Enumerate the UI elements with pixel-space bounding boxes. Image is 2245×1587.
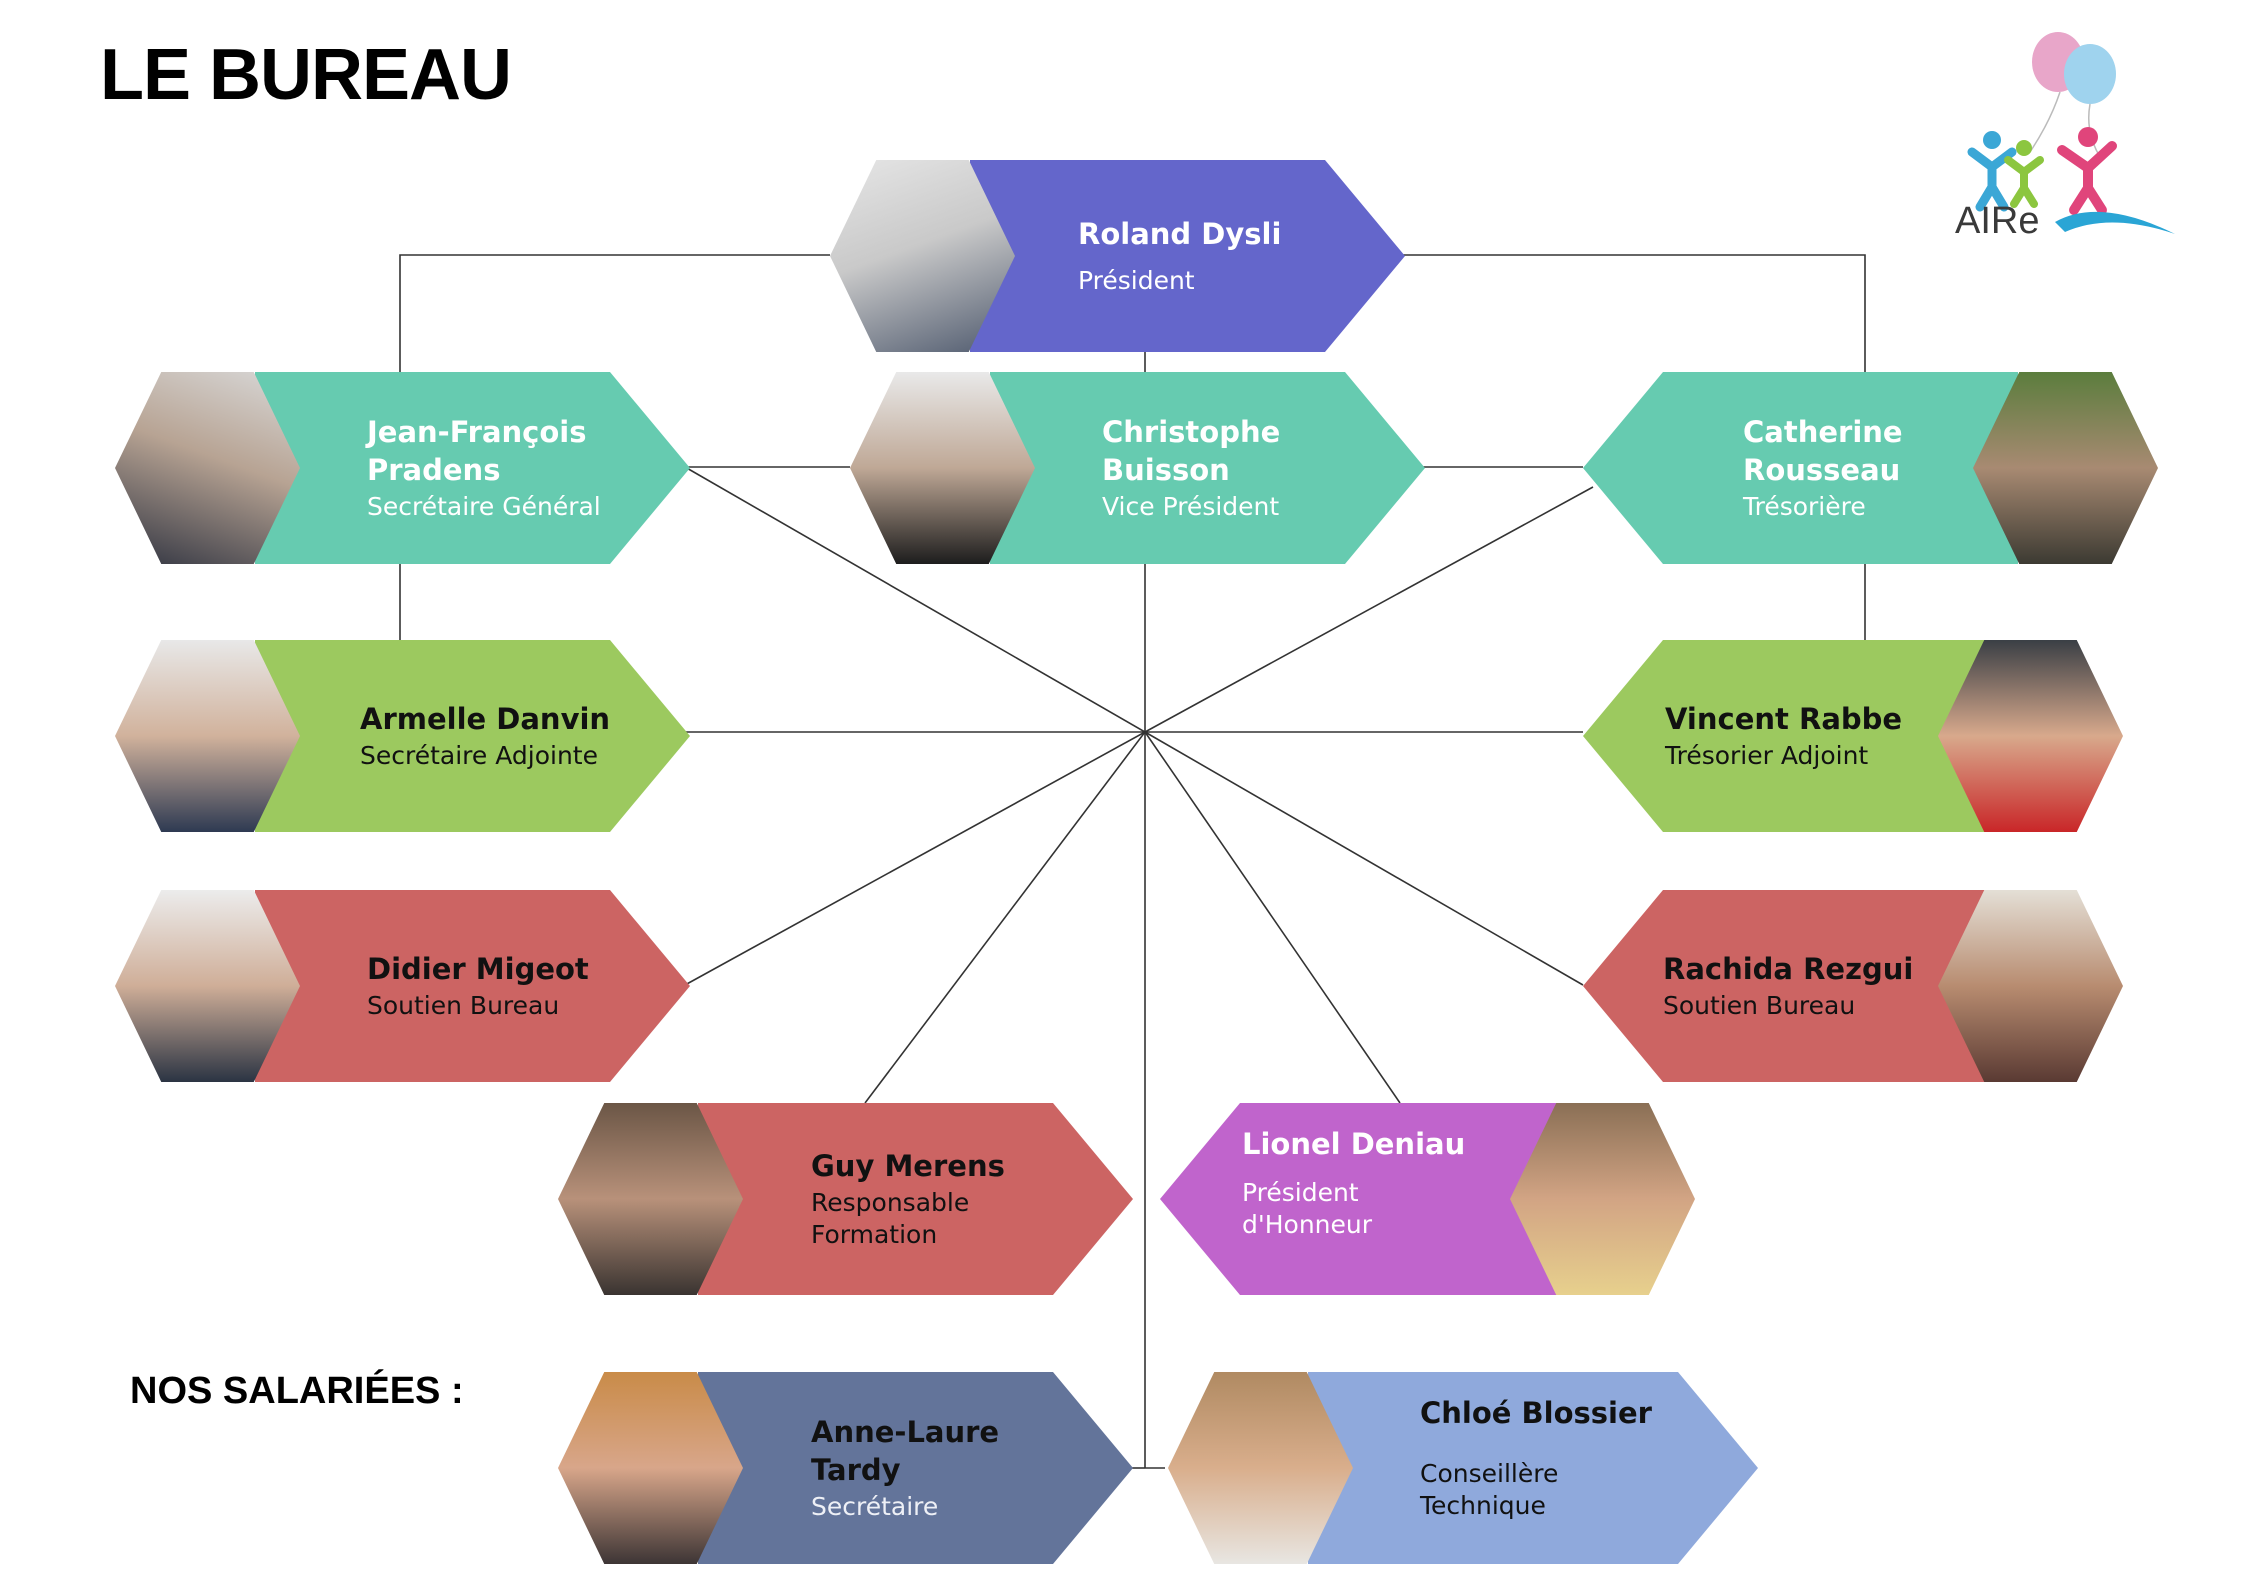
card-background	[698, 1103, 1133, 1295]
member-role: Président	[1078, 266, 1195, 295]
card-background	[1308, 1372, 1758, 1564]
member-name: Anne-Laure Tardy	[811, 1415, 1000, 1487]
member-card-roland-dysli: Roland Dysli Président	[830, 160, 1405, 352]
avatar	[1510, 1103, 1695, 1295]
member-name: Jean-François Pradens	[367, 415, 587, 487]
member-card-chloe-blossier: Chloé Blossier Conseillère Technique	[1168, 1372, 1758, 1564]
card-background	[255, 372, 690, 564]
member-card-armelle-danvin: Armelle Danvin Secrétaire Adjointe	[115, 640, 690, 832]
card-background	[1583, 890, 2018, 1082]
card-background	[990, 372, 1425, 564]
member-role: Secrétaire Général	[367, 492, 601, 521]
member-role: Vice Président	[1102, 492, 1280, 521]
member-name: Vincent Rabbe	[1665, 702, 1903, 736]
member-name: Didier Migeot	[367, 952, 589, 986]
page-title: LE BUREAU	[100, 35, 512, 115]
member-name: Guy Merens	[811, 1149, 1005, 1183]
member-card-christophe-buisson: Christophe Buisson Vice Président	[850, 372, 1425, 564]
member-role: Soutien Bureau	[367, 991, 560, 1020]
member-role: Responsable Formation	[811, 1188, 970, 1249]
member-name: Armelle Danvin	[360, 702, 611, 736]
member-card-catherine-rousseau: Catherine Rousseau Trésorière	[1583, 372, 2158, 564]
member-card-lionel-deniau: Lionel Deniau Président d'Honneur	[1160, 1103, 1735, 1295]
card-background	[698, 1372, 1133, 1564]
member-name: Lionel Deniau	[1242, 1127, 1466, 1161]
member-name: Catherine Rousseau	[1743, 415, 1903, 487]
member-role: Secrétaire Adjointe	[360, 741, 598, 770]
card-background	[1160, 1103, 1595, 1295]
card-background	[970, 160, 1405, 352]
member-name: Chloé Blossier	[1420, 1396, 1652, 1430]
logo-text: AIRe	[1955, 200, 2040, 242]
avatar	[1168, 1372, 1353, 1564]
staff-heading: NOS SALARIÉES :	[130, 1370, 464, 1412]
member-name: Rachida Rezgui	[1663, 952, 1914, 986]
member-role: Soutien Bureau	[1663, 991, 1856, 1020]
member-card-guy-merens: Guy Merens Responsable Formation	[558, 1103, 1133, 1295]
member-name: Christophe Buisson	[1102, 415, 1281, 487]
member-card-jean-francois-pradens: Jean-François Pradens Secrétaire Général	[115, 372, 690, 564]
card-background	[1583, 372, 2018, 564]
card-background	[255, 640, 690, 832]
member-role: Secrétaire	[811, 1492, 939, 1521]
member-card-vincent-rabbe: Vincent Rabbe Trésorier Adjoint	[1583, 640, 2158, 832]
member-name: Roland Dysli	[1078, 217, 1282, 251]
member-role: Trésorier Adjoint	[1665, 741, 1869, 770]
member-card-anne-laure-tardy: Anne-Laure Tardy Secrétaire	[558, 1372, 1133, 1564]
card-background	[1583, 640, 2018, 832]
aire-logo	[1967, 32, 2175, 234]
member-role: Président d'Honneur	[1242, 1178, 1373, 1239]
member-card-rachida-rezgui: Rachida Rezgui Soutien Bureau	[1583, 890, 2158, 1082]
member-role: Conseillère Technique	[1420, 1459, 1559, 1520]
card-background	[255, 890, 690, 1082]
member-role: Trésorière	[1743, 492, 1866, 521]
member-card-didier-migeot: Didier Migeot Soutien Bureau	[115, 890, 690, 1082]
